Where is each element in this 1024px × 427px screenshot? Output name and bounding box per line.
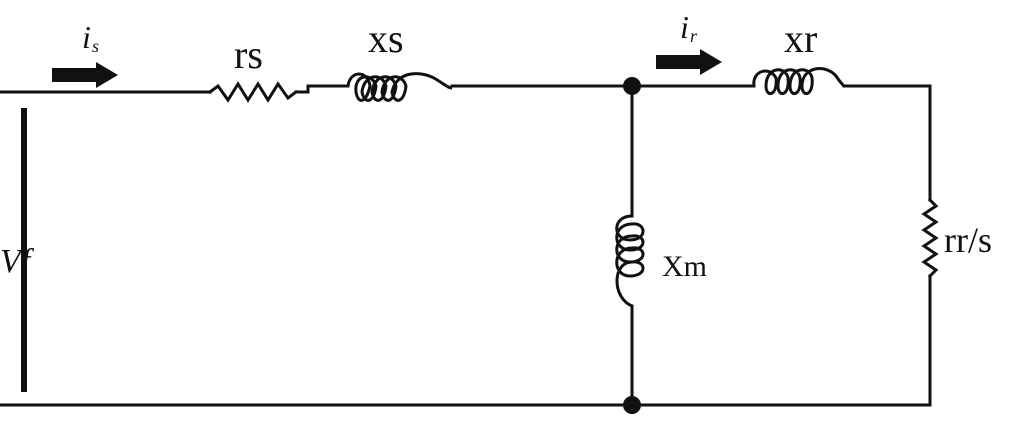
label-ir-main: i: [680, 9, 689, 45]
label-xr: xr: [784, 16, 817, 61]
label-rs: rs: [234, 32, 263, 77]
inductor-xr: [752, 67, 846, 95]
inductor-xm: [615, 214, 645, 308]
junction-node-bottom: [623, 396, 641, 414]
label-is-sub: s: [92, 36, 99, 56]
current-arrow-is: [52, 62, 118, 88]
resistor-rr-s: [921, 197, 939, 279]
label-xs: xs: [368, 16, 404, 61]
label-vf: Vf: [0, 243, 35, 280]
label-is-main: i: [82, 19, 91, 55]
label-ir-sub: r: [690, 26, 698, 46]
label-rr-s: rr/s: [944, 220, 992, 260]
resistor-rs: [207, 81, 299, 103]
current-arrow-ir: [656, 49, 722, 75]
label-xm: Xm: [662, 250, 707, 283]
inductor-xs: [346, 72, 453, 102]
